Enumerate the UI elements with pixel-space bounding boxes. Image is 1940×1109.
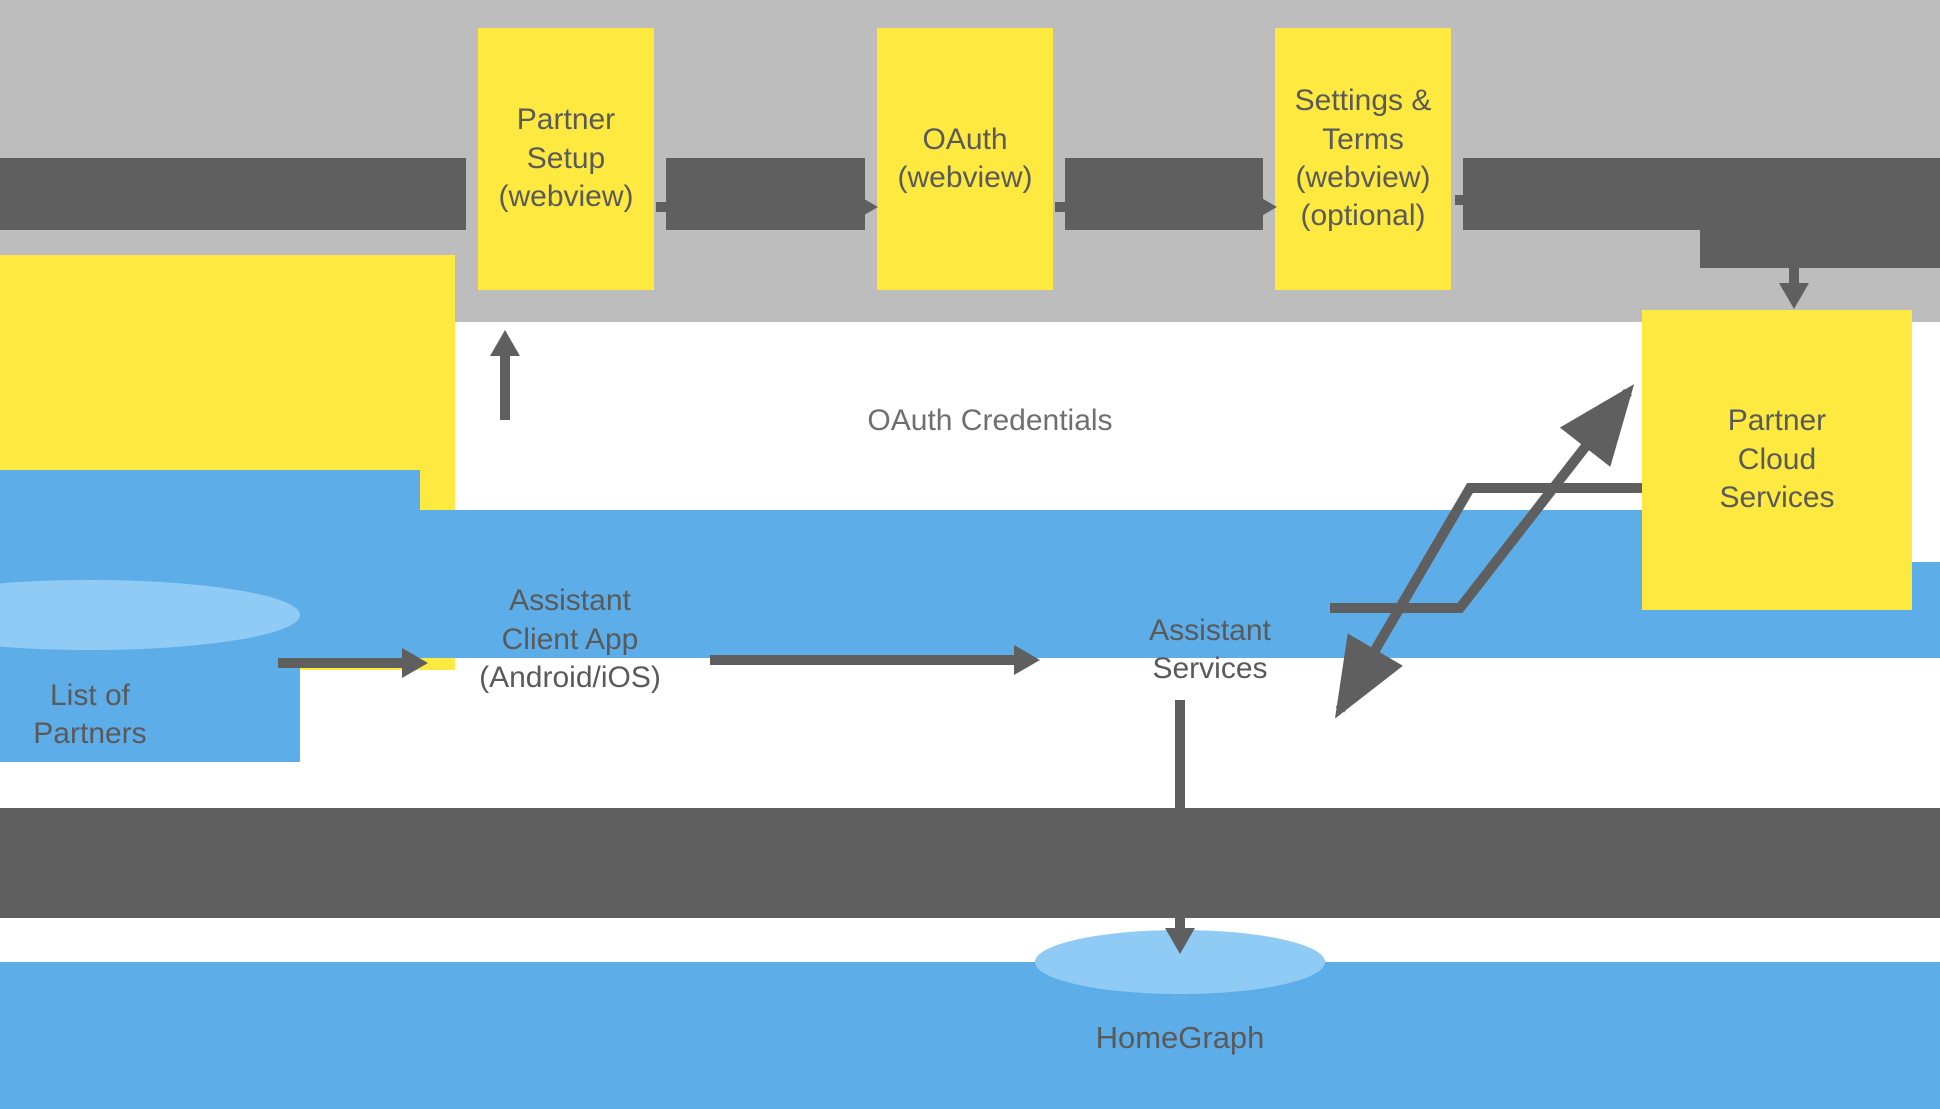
arrow-head-icon — [490, 330, 520, 356]
arrow-shaft — [278, 658, 406, 668]
arrow-shaft — [500, 352, 510, 420]
arrow-list-of-partners-to-client-app — [278, 648, 438, 678]
arrow-client-app-to-phone — [490, 330, 520, 420]
card-partner-setup[interactable]: Partner Setup (webview) — [478, 28, 654, 290]
label-assistant-client-app: Assistant Client App (Android/iOS) — [479, 584, 661, 695]
dark-band-upper-right — [1700, 158, 1940, 268]
arrow-oauth-to-settings-terms — [1055, 192, 1279, 222]
arrow-head-icon — [402, 648, 428, 678]
arrow-shaft — [1175, 700, 1185, 932]
datastore-homegraph[interactable]: HomeGraph — [1035, 930, 1325, 1109]
arrow-shaft — [656, 202, 856, 212]
arrow-partner-setup-to-oauth — [656, 192, 880, 222]
arrow-head-icon — [1014, 645, 1040, 675]
card-oauth[interactable]: OAuth (webview) — [877, 28, 1053, 290]
arrow-shaft — [1055, 202, 1255, 212]
arrow-client-app-to-services — [710, 645, 1050, 675]
arrow-partner-cloud-to-services — [1334, 483, 1642, 719]
datastore-list-of-partners[interactable]: List of Partners — [0, 580, 300, 790]
datastore-label: HomeGraph — [1095, 1020, 1265, 1056]
blue-plate-footer — [0, 962, 1940, 1109]
blue-plate-bottom-band — [0, 562, 1940, 658]
label-assistant-services: Assistant Services — [1149, 613, 1271, 685]
arrow-services-to-homegraph — [1165, 700, 1195, 960]
arrow-services-to-partner-cloud — [1330, 384, 1635, 613]
arrow-shaft-vertical — [1789, 195, 1799, 287]
arrow-head-icon — [1165, 928, 1195, 954]
dark-band-lower — [0, 808, 1940, 918]
arrow-shaft — [710, 655, 1020, 665]
arrow-head-icon — [852, 192, 878, 222]
arrow-shaft-horizontal — [1455, 195, 1799, 205]
arrow-head-icon — [1251, 192, 1277, 222]
arrow-settings-terms-to-partner-cloud — [1455, 195, 1809, 325]
connector-label-oauth-credentials: OAuth Credentials — [867, 404, 1113, 437]
card-partner-cloud-services[interactable]: Partner Cloud Services — [1642, 310, 1912, 610]
datastore-label: List of Partners — [33, 678, 147, 750]
arrow-head-icon — [1779, 283, 1809, 309]
card-settings-terms[interactable]: Settings & Terms (webview) (optional) — [1275, 28, 1451, 290]
